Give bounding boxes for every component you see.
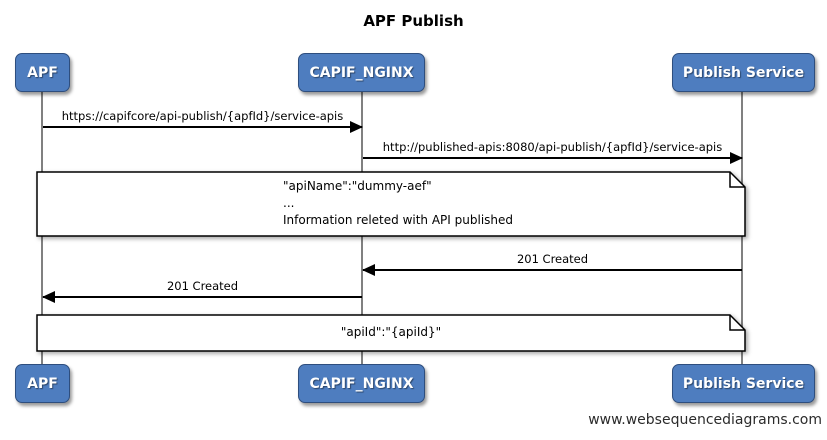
message-201-created-to-apf-line [42,291,362,303]
actor-publish-service-label: Publish Service [682,64,805,81]
note-shape [36,314,746,352]
message-forward-request-line [363,152,743,164]
message-201-created-to-capif-label: 201 Created [516,252,589,266]
message-publish-request-line [43,121,363,133]
actor-apf-bottom: APF [15,364,70,403]
note-line: "apiName":"dummy-aef" [283,179,432,193]
arrowhead-right-icon [350,121,363,133]
note-api-id: "apiId":"{apiId}" [36,314,746,352]
actor-capif-nginx-label: CAPIF_NGINX [309,64,414,81]
message-201-created-to-capif-line [362,264,742,276]
actor-apf-label: APF [27,375,58,392]
note-line: "apiId":"{apiId}" [340,325,442,339]
message-201-created-to-capif: 201 Created [362,252,742,276]
actor-publish-service-label: Publish Service [682,375,805,392]
actor-capif-nginx-bottom: CAPIF_NGINX [298,364,425,403]
actor-apf-top: APF [15,53,70,92]
message-publish-request-label: https://capifcore/api-publish/{apfId}/se… [61,109,344,123]
message-forward-request: http://published-apis:8080/api-publish/{… [363,140,743,164]
actor-capif-nginx-label: CAPIF_NGINX [309,375,414,392]
note-shape [36,171,746,237]
note-api-id-text: "apiId":"{apiId}" [36,324,746,341]
note-api-info: "apiName":"dummy-aef" ... Information re… [36,171,746,237]
message-201-created-to-apf-label: 201 Created [166,279,239,293]
actor-publish-service-bottom: Publish Service [672,364,815,403]
message-forward-request-label: http://published-apis:8080/api-publish/{… [382,140,723,154]
arrowhead-left-icon [362,264,375,276]
actor-publish-service-top: Publish Service [672,53,815,92]
arrowhead-left-icon [42,291,55,303]
message-publish-request: https://capifcore/api-publish/{apfId}/se… [43,109,363,133]
actor-capif-nginx-top: CAPIF_NGINX [298,53,425,92]
watermark: www.websequencediagrams.com [588,412,822,428]
arrowhead-right-icon [730,152,743,164]
note-line: ... [283,196,295,210]
actor-apf-label: APF [27,64,58,81]
message-201-created-to-apf: 201 Created [42,279,362,303]
note-line: Information releted with API published [283,213,514,227]
note-api-info-text: "apiName":"dummy-aef" ... Information re… [283,178,513,229]
diagram-title: APF Publish [363,12,464,30]
